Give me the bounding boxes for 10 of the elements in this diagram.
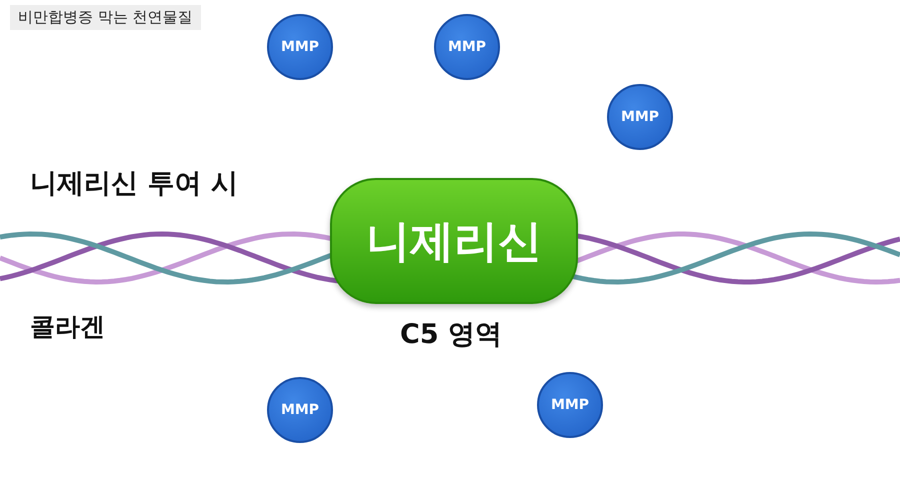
enzyme-circle: MMP — [434, 14, 500, 80]
enzyme-circle: MMP — [267, 14, 333, 80]
enzyme-circle: MMP — [537, 372, 603, 438]
enzyme-circle: MMP — [267, 377, 333, 443]
title-banner: 비만합병증 막는 천연물질 — [10, 5, 201, 30]
enzyme-circle: MMP — [607, 84, 673, 150]
rounded-box: 니제리신 — [330, 178, 578, 304]
label-text: 니제리신 투여 시 — [30, 167, 238, 201]
caption-text: C5 영역 — [400, 318, 502, 352]
label-text: 콜라겐 — [30, 311, 105, 343]
